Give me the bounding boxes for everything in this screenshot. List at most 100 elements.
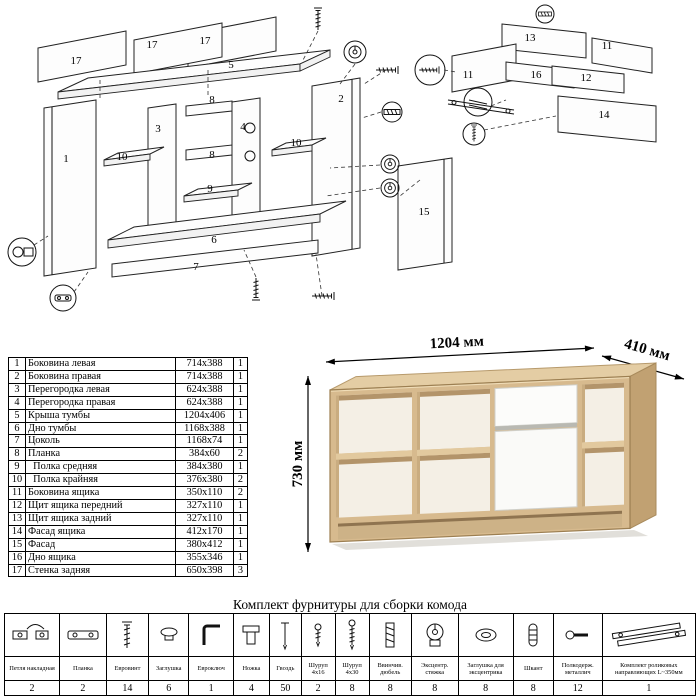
shelf-front-edge	[582, 440, 624, 449]
part-size-cell: 1168x74	[175, 434, 234, 449]
part-size-cell: 650x398	[175, 563, 234, 578]
parts-table-row: 7 Цоколь 1168x74 1	[8, 434, 248, 449]
part-qty-cell: 1	[233, 357, 248, 371]
part-size-cell: 624x388	[175, 382, 234, 397]
hardware-label: Шуруп 4x30	[334, 656, 370, 681]
part-name-cell: Стенка задняя	[25, 563, 176, 578]
hardware-qty: 2	[59, 680, 107, 696]
hardware-qty: 6	[148, 680, 190, 696]
svg-text:410 мм: 410 мм	[622, 336, 671, 364]
part-number-cell: 6	[8, 421, 26, 436]
plate-detail-icon	[49, 284, 77, 312]
part-label: 1	[63, 153, 69, 165]
hinge-detail-icon	[7, 237, 37, 267]
svg-text:730 мм: 730 мм	[292, 441, 306, 488]
part-qty-cell: 2	[233, 486, 248, 500]
part-label: 5	[228, 59, 234, 71]
part-size-cell: 380x412	[175, 537, 234, 552]
hardware-qty: 8	[512, 680, 554, 696]
plinth	[338, 510, 622, 540]
part-label: 10	[117, 151, 129, 163]
part-number-cell: 9	[8, 460, 26, 475]
part-number-cell: 5	[8, 408, 26, 423]
part-label: 9	[207, 183, 213, 195]
part-qty-cell: 1	[233, 511, 248, 526]
part-label: 13	[525, 32, 537, 44]
parts-table-row: 13 Щит ящика задний 327x110 1	[8, 511, 248, 526]
hardware-label: Комплект роликовых направляющих L~350мм	[601, 656, 697, 681]
hardware-qty: 12	[552, 680, 603, 696]
cabinet-front	[329, 375, 631, 543]
part-name-cell: Щит ящика передний	[25, 498, 176, 513]
part-number-cell: 4	[8, 395, 26, 410]
parts-table-row: 8 Планка 384x60 2	[8, 447, 248, 462]
part-number-cell: 14	[8, 524, 26, 539]
part-number-cell: 15	[8, 537, 26, 552]
hardware-label: Ввинчив. дюбель	[368, 656, 412, 681]
hardware-label: Гвоздь	[268, 656, 302, 681]
part-qty-cell: 1	[233, 498, 248, 513]
part-label: 10	[291, 137, 303, 149]
width-dimension: 1204 мм	[325, 334, 595, 365]
part-name-cell: Дно ящика	[25, 550, 176, 565]
part-size-cell: 1168x388	[175, 421, 234, 436]
parts-table-row: 5 Крыша тумбы 1204x406 1	[8, 408, 248, 423]
part-name-cell: Боковина левая	[25, 357, 176, 371]
part-name-cell: Фасад ящика	[25, 524, 176, 539]
part-size-cell: 350x110	[175, 486, 234, 500]
hardware-qty: 8	[410, 680, 459, 696]
hardware-kit-table: Петля накладная Планка Евровинт Заглушка…	[3, 613, 697, 696]
part-size-cell: 376x380	[175, 473, 234, 488]
euroscrew-icon	[122, 621, 133, 648]
part-label: 14	[599, 109, 611, 121]
part-qty-cell: 2	[233, 473, 248, 488]
hinge-icon	[12, 624, 49, 640]
hardware-label: Евроключ	[188, 656, 234, 681]
part-label: 2	[338, 93, 344, 105]
plug-icon	[160, 627, 178, 641]
part-size-cell: 714x388	[175, 369, 234, 384]
parts-table-row: 12 Щит ящика передний 327x110 1	[8, 498, 248, 513]
part-number-cell: 16	[8, 550, 26, 565]
parts-table-row: 16 Дно ящика 355x346 1	[8, 550, 248, 565]
open-compartments	[336, 382, 624, 518]
part-name-cell: Боковина ящика	[25, 486, 176, 500]
shelf-front-edge	[336, 450, 412, 460]
part-name-cell: Боковина правая	[25, 369, 176, 384]
part-number-cell: 17	[8, 563, 26, 578]
part-qty-cell: 1	[233, 460, 248, 475]
parts-table-row: 4 Перегородка правая 624x388 1	[8, 395, 248, 410]
hardware-label: Эксцентр. стяжка	[410, 656, 459, 681]
roller-guides-icon	[611, 622, 686, 647]
product-render: 1204 мм 410 мм 730 мм	[292, 334, 685, 552]
parts-table-row: 3 Перегородка левая 624x388 1	[8, 382, 248, 397]
floor-shadow	[332, 530, 648, 550]
hardware-label: Ножка	[232, 656, 270, 681]
part-size-cell: 714x388	[175, 357, 234, 371]
svg-text:1204 мм: 1204 мм	[429, 334, 484, 353]
parts-table-row: 15 Фасад 380x412 1	[8, 537, 248, 552]
hardware-kit-section: Комплект фурнитуры для сборки комода	[3, 597, 697, 696]
nail-icon	[281, 622, 290, 651]
part-number-cell: 7	[8, 434, 26, 449]
part-label: 11	[602, 40, 613, 52]
part-number-cell: 11	[8, 486, 26, 500]
part-label: 15	[419, 206, 431, 218]
assembly-leader-lines	[33, 30, 557, 297]
cabinet-side-face	[629, 362, 657, 530]
part-number-cell: 2	[8, 369, 26, 384]
part-size-cell: 355x346	[175, 550, 234, 565]
height-dimension: 730 мм	[292, 376, 311, 552]
hardware-label: Заглушка	[148, 656, 190, 681]
parts-table-row: 2 Боковина правая 714x388 1	[8, 369, 248, 384]
parts-table-row: 11 Боковина ящика 350x110 2	[8, 486, 248, 500]
part-qty-cell: 3	[233, 563, 248, 578]
hardware-qty: 8	[457, 680, 514, 696]
part-size-cell: 412x170	[175, 524, 234, 539]
part-name-cell: Крыша тумбы	[25, 408, 176, 423]
hardware-label: Петля накладная	[3, 656, 61, 681]
part-label: 8	[209, 94, 215, 106]
hardware-label: Заглушка для эксцентрика	[457, 656, 514, 681]
part-name-cell: Планка	[25, 447, 176, 462]
